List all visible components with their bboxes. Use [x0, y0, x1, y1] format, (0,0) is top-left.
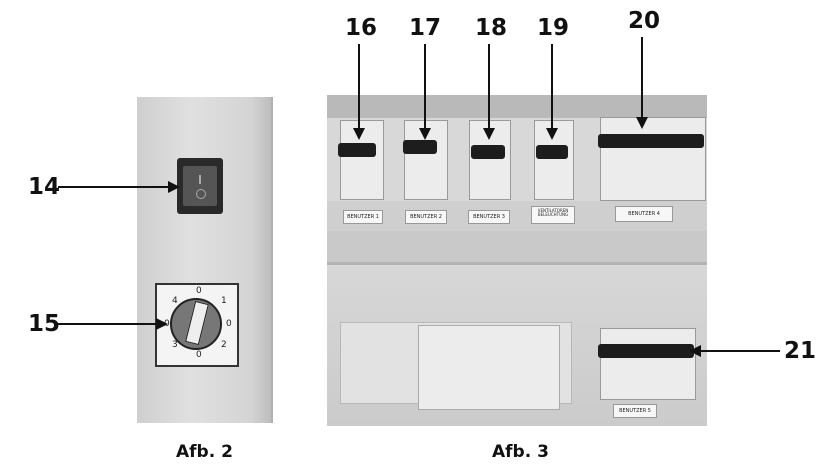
- callout-21-line: [700, 350, 780, 352]
- dial-label-bottom-left: 3: [172, 340, 178, 350]
- callout-19-arrowhead: [546, 128, 558, 140]
- callout-20: 20: [628, 8, 661, 34]
- callout-16: 16: [345, 15, 378, 41]
- callout-18-arrowhead: [483, 128, 495, 140]
- callout-15-arrowhead: [156, 318, 168, 330]
- breaker-20-lever: [598, 134, 704, 148]
- breaker-21: [600, 328, 696, 400]
- label-ventilatoren-beleuchtung: VENTILATOREN BELEUCHTUNG: [531, 206, 575, 224]
- callout-17-arrowhead: [419, 128, 431, 140]
- callout-15: 15: [28, 311, 61, 337]
- callout-18-line: [488, 44, 490, 130]
- label-benutzer-2: BENUTZER 2: [405, 210, 447, 224]
- board-top-edge: [327, 95, 707, 119]
- breaker-19: [534, 120, 574, 200]
- callout-21: 21: [784, 338, 817, 364]
- rocker-off-mark: [196, 189, 206, 199]
- callout-17: 17: [409, 15, 442, 41]
- figure-caption-afb-2: Afb. 2: [176, 442, 233, 462]
- callout-20-arrowhead: [636, 117, 648, 129]
- dial-label-top-right: 1: [221, 296, 227, 306]
- callout-14-line: [58, 186, 170, 188]
- breaker-19-lever: [536, 145, 568, 159]
- breaker-21-lever: [598, 344, 694, 358]
- breaker-16: [340, 120, 384, 200]
- dial-label-top: 0: [196, 286, 202, 296]
- label-benutzer-3: BENUTZER 3: [468, 210, 510, 224]
- callout-15-line: [58, 323, 158, 325]
- breaker-20: [600, 117, 706, 201]
- callout-16-arrowhead: [353, 128, 365, 140]
- cover-plate: [418, 325, 560, 410]
- breaker-16-lever: [338, 143, 376, 157]
- dial-label-bottom-right: 2: [221, 340, 227, 350]
- callout-21-arrowhead: [689, 345, 701, 357]
- callout-18: 18: [475, 15, 508, 41]
- callout-16-line: [358, 44, 360, 130]
- figure-caption-afb-3: Afb. 3: [492, 442, 549, 462]
- label-benutzer-1: BENUTZER 1: [343, 210, 383, 224]
- callout-14-arrowhead: [168, 181, 180, 193]
- callout-14: 14: [28, 174, 61, 200]
- breaker-17-lever: [403, 140, 437, 154]
- rocker-on-mark: [199, 175, 201, 184]
- breaker-18-lever: [471, 145, 505, 159]
- dial-label-right: 0: [226, 319, 232, 329]
- control-panel-photo: [137, 97, 273, 423]
- dial-label-bottom: 0: [196, 350, 202, 360]
- rocker-switch: [183, 166, 217, 206]
- dial-label-top-left: 4: [172, 296, 178, 306]
- label-benutzer-5: BENUTZER 5: [613, 404, 657, 418]
- callout-19: 19: [537, 15, 570, 41]
- callout-17-line: [424, 44, 426, 130]
- label-benutzer-4: BENUTZER 4: [615, 206, 673, 222]
- callout-19-line: [551, 44, 553, 130]
- callout-20-line: [641, 37, 643, 119]
